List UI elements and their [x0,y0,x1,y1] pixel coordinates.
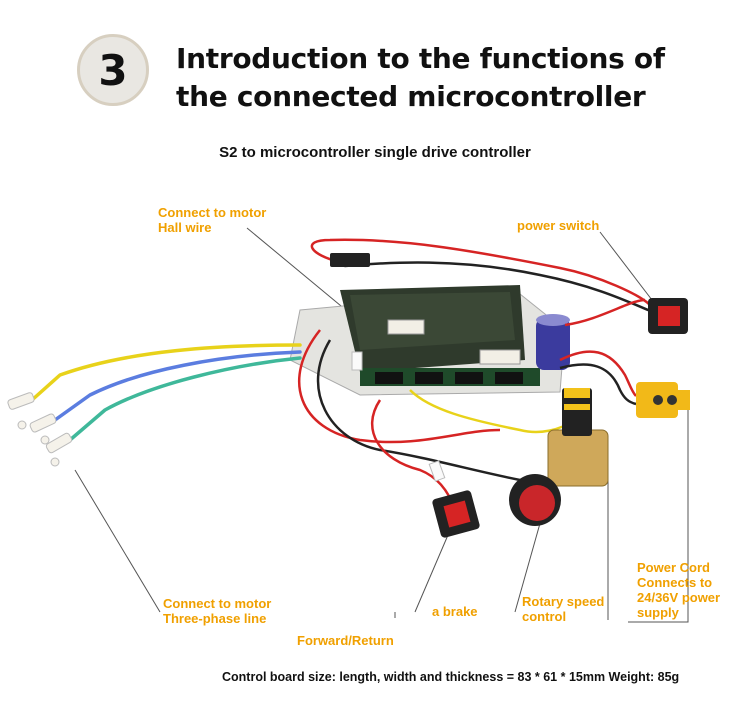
label-forward-return: Forward/Return [297,633,394,648]
power-switch-component [564,298,688,334]
label-power-cord-line4: supply [637,605,679,620]
three-phase-wires [30,343,302,442]
label-three-phase-line2: Three-phase line [163,611,267,626]
brake-button-component [509,474,561,526]
title-line-1: Introduction to the functions of [176,42,665,75]
leader-lines [74,227,689,623]
control-wires [297,329,576,511]
label-power-cord-line1: Power Cord [637,560,710,575]
label-power-switch: power switch [517,218,600,233]
forward-return-switch-component [432,490,480,538]
title-line-2: the connected microcontroller [176,80,646,113]
power-cord-component [559,350,690,418]
label-rotary-line1: Rotary speed [522,594,605,609]
step-number-badge: 3 [77,34,149,106]
label-three-phase-line1: Connect to motor [163,596,272,611]
label-hall-wire-line2: Hall wire [158,220,212,235]
label-rotary-line2: control [522,609,567,624]
wire-terminals [7,392,73,467]
control-board [289,285,570,396]
label-power-cord-line2: Connects to [637,575,713,590]
zip-ties [351,351,446,482]
subtitle: S2 to microcontroller single drive contr… [219,144,531,161]
label-hall-wire-line1: Connect to motor [158,205,267,220]
rotary-knob-component [547,388,609,487]
label-three-phase: Connect to motor Three-phase line [163,596,271,626]
label-hall-wire: Connect to motor Hall wire [158,205,266,235]
label-rotary-speed: Rotary speed control [522,594,604,624]
label-brake: a brake [432,604,478,619]
page-title: Introduction to the functions of the con… [176,40,716,116]
top-wires [310,238,652,312]
label-power-cord-line3: 24/36V power [637,590,721,605]
board-size-footer: Control board size: length, width and th… [222,670,680,684]
label-power-cord: Power Cord Connects to 24/36V power supp… [637,560,720,620]
